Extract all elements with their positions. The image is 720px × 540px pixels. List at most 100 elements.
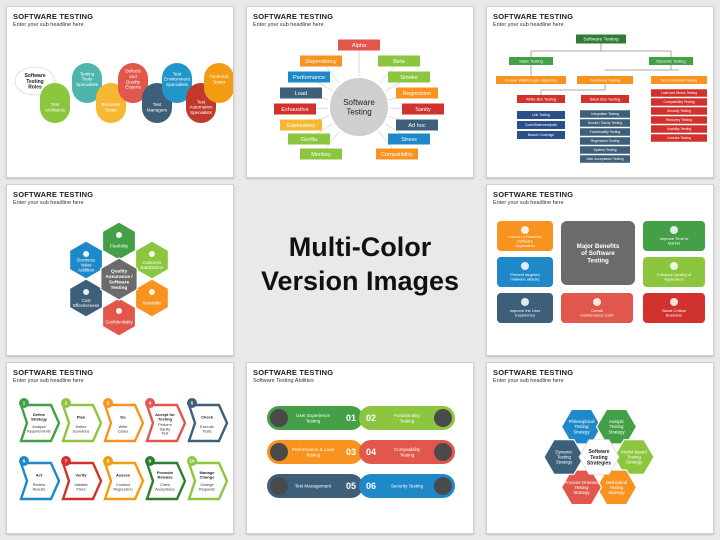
tile-icon [521, 226, 529, 234]
ability-pill [359, 440, 455, 464]
ability-pill [267, 474, 363, 498]
step-chevron [145, 403, 187, 443]
ability-icon [270, 409, 288, 427]
benefit-tile [497, 293, 553, 323]
slide-card[interactable]: SOFTWARE TESTING Enter your sub headline… [486, 184, 714, 356]
white-item-label: Unit Testing [532, 113, 550, 117]
benefit-hexagon [101, 221, 137, 261]
center-hexagon [100, 257, 138, 301]
tile-icon [593, 298, 601, 306]
black-item-label: Integration Testing [591, 112, 619, 116]
black-item [580, 137, 630, 145]
nf-item-label: Usability Testing [667, 127, 692, 131]
type-box [274, 103, 316, 115]
type-label: Performance [293, 75, 325, 81]
slide-title: SOFTWARE TESTING [493, 190, 574, 199]
type-label: Compatibility [381, 152, 413, 158]
step-number-badge [103, 456, 113, 466]
nf-item-label: Load and Stress Testing [661, 91, 697, 95]
slide-card[interactable]: SOFTWARE TESTING Enter your sub headline… [6, 6, 234, 178]
ability-pill [267, 406, 363, 430]
ability-icon [434, 409, 452, 427]
slide-card[interactable]: SOFTWARE TESTING Enter your sub headline… [6, 184, 234, 356]
banner-heading: Multi-Color Version Images [246, 230, 474, 298]
black-item-label: Regression Testing [591, 139, 620, 143]
slide-title: SOFTWARE TESTING [493, 368, 574, 377]
role-capsule [204, 63, 233, 103]
slide-title: SOFTWARE TESTING [13, 368, 94, 377]
type-box [288, 133, 330, 145]
dynamic-node [649, 57, 693, 65]
ability-number: 03 [346, 447, 356, 457]
type-label: Alpha [352, 43, 367, 49]
type-label: Regression [403, 91, 431, 97]
ability-icon [270, 443, 288, 461]
step-title: Act [36, 472, 43, 477]
type-box [402, 103, 444, 115]
static-child-node [496, 76, 566, 84]
step-number: 8 [107, 459, 110, 465]
benefit-hexagon [101, 297, 137, 337]
nf-item [651, 134, 707, 142]
dynamic-node-label: Dynamic Testing [656, 58, 685, 63]
step-number: 2 [65, 401, 68, 407]
benefit-label: Confidentiality [105, 320, 133, 325]
slide-card[interactable]: SOFTWARE TESTING Enter your sub headline… [6, 362, 234, 534]
white-item [517, 121, 565, 129]
type-label: Sanity [415, 107, 431, 113]
step-number-badge [145, 398, 155, 408]
nf-item [651, 125, 707, 133]
tile-icon [521, 262, 529, 270]
type-box [280, 119, 322, 131]
white-item [517, 111, 565, 119]
step-number: 9 [149, 459, 152, 465]
type-box [396, 87, 438, 99]
benefit-tile [643, 257, 705, 287]
ability-number: 06 [366, 481, 376, 491]
type-box [396, 119, 438, 131]
step-chevron [103, 461, 145, 501]
step-title: Assess [116, 472, 131, 477]
step-chevron [61, 403, 103, 443]
type-label: Exhaustive [281, 107, 308, 113]
white-item-label: Branch Coverage [528, 133, 555, 137]
slide-title: SOFTWARE TESTING [13, 190, 94, 199]
black-item-label: User Acceptance Testing [586, 157, 623, 161]
step-number: 10 [189, 459, 195, 465]
black-item [580, 128, 630, 136]
black-item [580, 155, 630, 163]
black-item-label: Smoke / Sanity Testing [588, 121, 623, 125]
black-item [580, 110, 630, 118]
step-number: 4 [149, 401, 152, 407]
benefit-hexagon [134, 278, 169, 318]
nf-item-label: Recovery Testing [666, 118, 692, 122]
slide-card[interactable]: SOFTWARE TESTING Enter your sub headline… [486, 362, 714, 534]
benefit-icon [116, 232, 122, 238]
nf-item-label: Cookies Testing [667, 136, 691, 140]
slide-card[interactable]: SOFTWARE TESTING Enter your sub headline… [246, 6, 474, 178]
slide-card[interactable]: SOFTWARE TESTING Enter your sub headline… [486, 6, 714, 178]
slide-card[interactable]: SOFTWARE TESTING Software Testing Abilit… [246, 362, 474, 534]
benefit-tile [643, 221, 705, 251]
benefit-icon [148, 251, 155, 257]
static-node-label: Static Testing [519, 58, 543, 63]
slide-title: SOFTWARE TESTING [13, 12, 94, 21]
step-number-badge [103, 398, 113, 408]
nf-item [651, 89, 707, 97]
benefit-tile [497, 257, 553, 287]
